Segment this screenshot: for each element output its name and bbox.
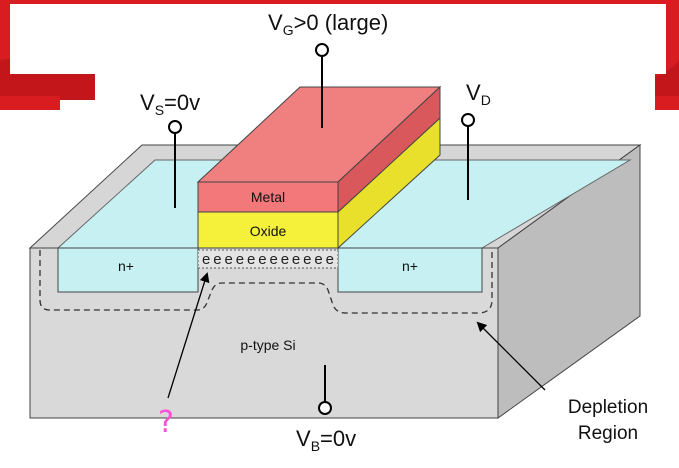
arrow-icon [167, 272, 210, 399]
terminal-circle-icon [315, 43, 329, 57]
terminal-circle-icon [318, 401, 332, 415]
gate-terminal [315, 43, 329, 128]
drain-n-region [337, 247, 483, 293]
depletion-label-line2: Region [578, 423, 638, 444]
depletion-label-line1: Depletion [568, 397, 648, 418]
depletion-boundary [39, 250, 493, 314]
drain-terminal [461, 113, 475, 200]
drain-region-label: n+ [402, 258, 418, 274]
source-n-region [57, 247, 199, 293]
inversion-channel [197, 249, 339, 269]
source-voltage-label: VS=0v [140, 90, 200, 118]
body-voltage-label: VB=0v [296, 426, 356, 454]
terminal-circle-icon [461, 113, 475, 127]
body-terminal [318, 365, 332, 415]
substrate-label: p-type Si [240, 337, 295, 353]
metal-label: Metal [251, 189, 285, 205]
question-mark: ? [158, 405, 174, 440]
terminal-circle-icon [168, 120, 182, 134]
drain-voltage-label: VD [466, 80, 491, 108]
gate-stack [196, 85, 442, 250]
source-region-label: n+ [118, 258, 134, 274]
gate-voltage-label: VG>0 (large) [268, 10, 388, 38]
metal-layer [197, 181, 339, 213]
oxide-layer [197, 211, 339, 249]
electron-row: e e e e e e e e e e e e [202, 251, 334, 268]
banner-right-tab [655, 96, 679, 110]
oxide-label: Oxide [250, 223, 287, 239]
label-backdrop [10, 4, 666, 74]
source-terminal [168, 120, 182, 208]
banner-left-tab [0, 96, 60, 110]
arrow-icon [476, 321, 546, 391]
